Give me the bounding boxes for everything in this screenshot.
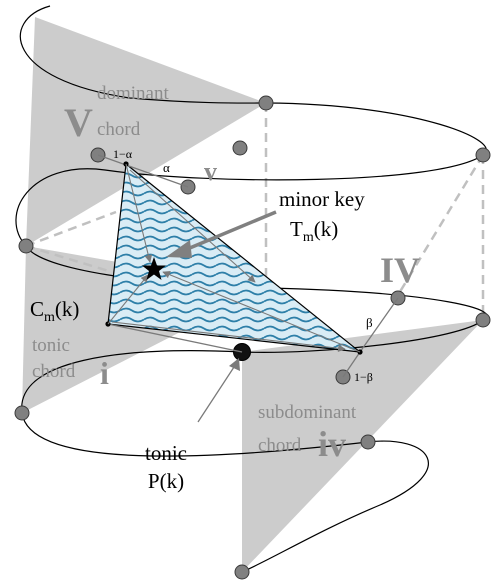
minor-key-triangle bbox=[107, 162, 362, 353]
tonic-pointer-line bbox=[197, 363, 237, 423]
minor-iv-label: iv bbox=[318, 424, 346, 464]
alpha-label: α bbox=[163, 160, 170, 175]
node-bottom bbox=[234, 564, 250, 580]
minor-key-arrow bbox=[184, 210, 277, 252]
minor-i-label: i bbox=[100, 355, 109, 391]
dashed-guides bbox=[25, 103, 485, 320]
dominant-chord-label: chord bbox=[97, 119, 141, 140]
tonic-chord-word: chord bbox=[32, 361, 76, 382]
one-minus-alpha-label: 1−α bbox=[113, 147, 133, 161]
minor-v-label: v bbox=[204, 157, 217, 186]
tonic-word-gray: tonic bbox=[32, 335, 70, 356]
subdominant-chord-word: chord bbox=[258, 435, 302, 456]
cm-label: Cm(k) bbox=[30, 297, 79, 325]
major-IV-label: IV bbox=[380, 250, 420, 290]
subdominant-label: subdominant bbox=[258, 402, 357, 423]
tonic-pointer-head bbox=[229, 358, 240, 371]
one-minus-beta-label: 1−β bbox=[354, 370, 373, 384]
tonic-pointer-label: tonic bbox=[145, 441, 187, 465]
node-dominant-top bbox=[258, 95, 274, 111]
chord-segments bbox=[97, 154, 399, 378]
node-upper-mid bbox=[232, 140, 248, 156]
beta-label: β bbox=[366, 315, 373, 330]
tonic-pk-label: P(k) bbox=[148, 469, 184, 493]
dominant-label: dominant bbox=[97, 83, 169, 104]
dominant-triangle bbox=[26, 17, 266, 246]
node-left bbox=[18, 238, 34, 254]
node-right bbox=[475, 312, 491, 328]
node-upper-right bbox=[475, 147, 491, 163]
node-lower-left bbox=[14, 405, 30, 421]
minor-key-label: minor key bbox=[279, 187, 365, 211]
center-arrows bbox=[107, 163, 361, 353]
key-star-icon bbox=[142, 257, 166, 280]
minor-key-arrowhead bbox=[166, 240, 192, 258]
tm-label: Tm(k) bbox=[290, 217, 338, 245]
dominant-roman-V: V bbox=[64, 100, 93, 145]
node-lower-right bbox=[360, 434, 376, 450]
